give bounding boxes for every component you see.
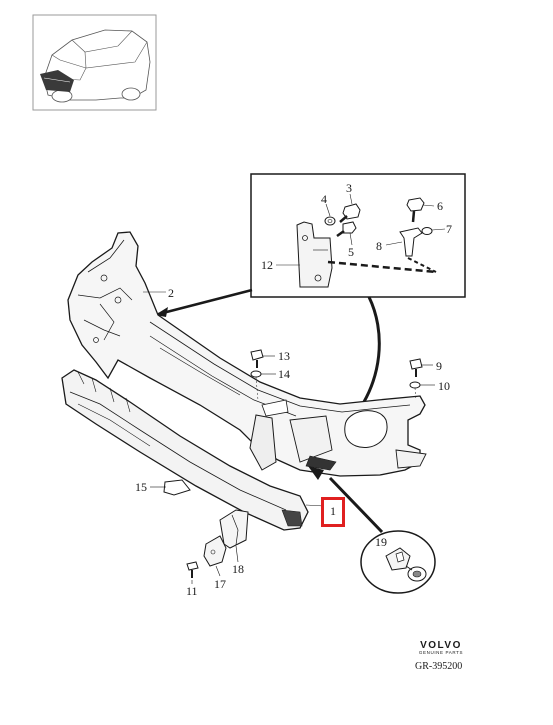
callout-10[interactable]: 10 [438, 379, 450, 393]
callout-2[interactable]: 2 [168, 286, 174, 300]
bumper-reinforcement [61, 369, 309, 531]
callout-11[interactable]: 11 [186, 584, 198, 598]
callout-18[interactable]: 18 [232, 562, 244, 576]
callout-14[interactable]: 14 [278, 367, 290, 381]
callout-3[interactable]: 3 [346, 181, 352, 195]
highlight-box [321, 497, 345, 527]
callout-4[interactable]: 4 [321, 192, 327, 206]
callout-5[interactable]: 5 [348, 245, 354, 259]
callout-19[interactable]: 19 [375, 535, 387, 549]
detail-circle [308, 466, 436, 594]
callout-17[interactable]: 17 [214, 577, 226, 591]
front-frame [67, 231, 427, 477]
callout-7[interactable]: 7 [446, 222, 452, 236]
callout-1[interactable]: 1 [330, 504, 336, 518]
callout-6[interactable]: 6 [437, 199, 443, 213]
callout-8[interactable]: 8 [376, 239, 382, 253]
logo-subtitle: GENUINE PARTS [418, 650, 464, 655]
callout-9[interactable]: 9 [436, 359, 442, 373]
volvo-logo: VOLVO GENUINE PARTS [414, 640, 468, 655]
inset-detail-box [250, 173, 466, 298]
diagram-reference: GR-395200 [415, 661, 463, 672]
callout-12[interactable]: 12 [261, 258, 273, 272]
logo-brand: VOLVO [420, 640, 462, 651]
vehicle-thumbnail [32, 14, 157, 111]
callout-15[interactable]: 15 [135, 480, 147, 494]
callout-13[interactable]: 13 [278, 349, 290, 363]
